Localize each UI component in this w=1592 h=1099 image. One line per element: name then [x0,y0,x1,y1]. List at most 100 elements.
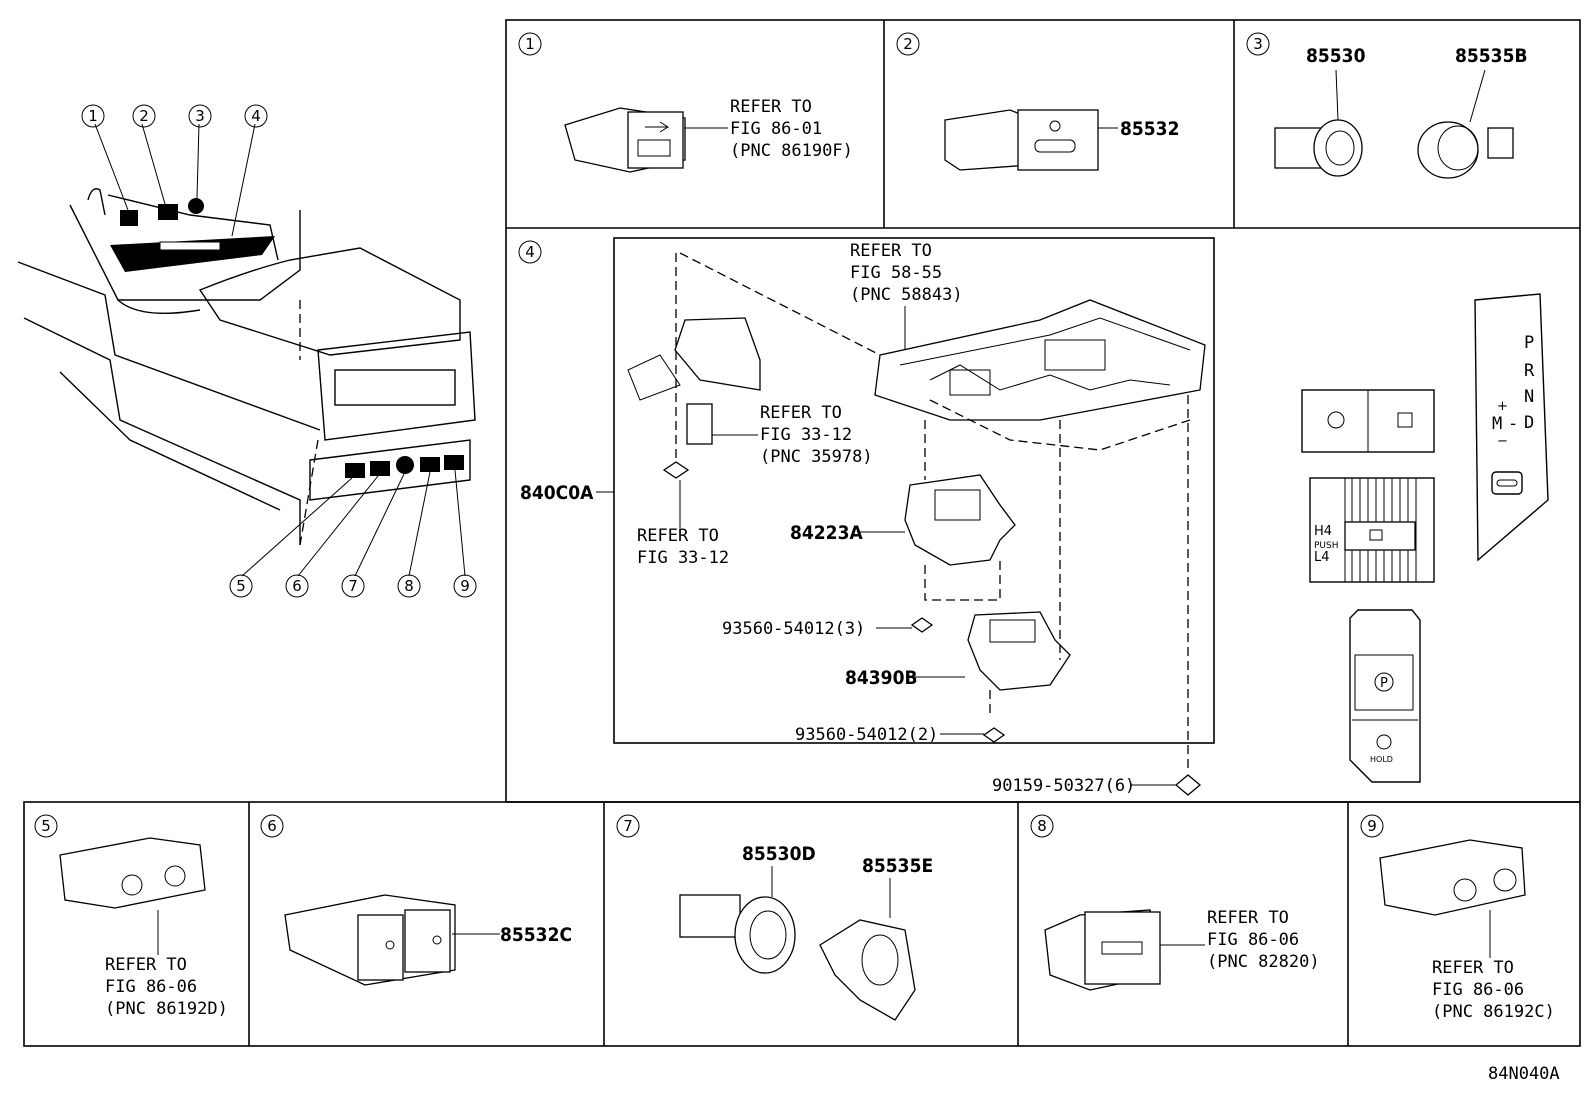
svg-text:2: 2 [139,107,149,125]
panel-2: 2 85532 [896,32,1179,171]
panel-9-number: 9 [1367,817,1377,835]
panel-9: 9 REFER TO FIG 86-06 (PNC 86192C) [1360,814,1555,1022]
ref-mid-line-2: FIG 33-12 [760,425,852,445]
svg-text:4: 4 [251,107,261,125]
switch-85532C-part [284,894,456,986]
panel-7: 7 85530D 85535E [616,814,933,1021]
part-number-85532C: 85532C [500,924,572,946]
ref-top-line-3: (PNC 58843) [850,285,963,305]
panel-4-number: 4 [525,243,535,261]
overview-callout-9: 9 [453,574,477,598]
part-number-85535B: 85535B [1455,45,1528,67]
ref-mid-line-1: REFER TO [760,403,842,423]
panel-8-ref-line-1: REFER TO [1207,908,1289,928]
panel-9-ref-line-1: REFER TO [1432,958,1514,978]
panel-frames [23,19,1581,1047]
panel-5-ref-line-1: REFER TO [105,955,187,975]
push-label: PUSH [1314,541,1339,551]
overview-callout-5: 5 [229,574,253,598]
socket-85530-part [1274,119,1363,177]
overview-callout-7: 7 [341,574,365,598]
assembly-box [613,237,1215,744]
part-number-85530: 85530 [1306,45,1366,67]
ref-top-line-1: REFER TO [850,241,932,261]
panel-2-number: 2 [903,35,913,53]
panel-9-ref-line-3: (PNC 86192C) [1432,1002,1555,1022]
transfer-switch-panel [1309,477,1435,583]
gear-minus: − [1497,434,1508,449]
usb-port-part [564,107,686,173]
svg-text:5: 5 [236,577,246,595]
overview-callout-8: 8 [397,574,421,598]
panel-7-number: 7 [623,817,633,835]
panel-5-number: 5 [41,817,51,835]
panel-8-ref-line-3: (PNC 82820) [1207,952,1320,972]
panel-9-ref-line-2: FIG 86-06 [1432,980,1524,1000]
switch-85532-part [944,109,1099,171]
screw-large [1174,774,1202,796]
panel-5: 5 REFER TO FIG 86-06 (PNC 86192D) [34,814,228,1019]
svg-text:6: 6 [292,577,302,595]
panel-1-ref-line-3: (PNC 86190F) [730,141,853,161]
h4-label: H4 [1314,524,1332,539]
aux-jack-part-right [1379,839,1526,916]
screw-small-3 [982,727,1006,743]
cap-85535E-part [819,919,916,1021]
ref-mid-line-3: (PNC 35978) [760,447,873,467]
part-number-85535E: 85535E [862,855,933,877]
cap-85535B-part [1417,121,1514,179]
switch-bracket-part [627,317,761,445]
gear-r: R [1524,361,1535,381]
part-number-840C0A: 840C0A [520,482,594,504]
panel-3-number: 3 [1253,35,1263,53]
screw-small-2 [910,617,934,633]
panel-1-ref-line-1: REFER TO [730,97,812,117]
screw-93560-54012-2: 93560-54012(2) [795,725,938,745]
panel-4: 4 840C0A REFER TO FIG 58-55 (PNC 58843) … [518,237,1215,796]
hdmi-port-part [1044,909,1161,991]
panel-6-number: 6 [267,817,277,835]
panel-8-number: 8 [1037,817,1047,835]
gear-dash: - [1508,414,1518,434]
gear-p: P [1524,333,1534,353]
module-84390B [967,611,1071,691]
panel-5-ref-line-2: FIG 86-06 [105,977,197,997]
screw-small-1 [662,461,690,479]
module-84223A [904,474,1016,566]
part-number-85530D: 85530D [742,843,816,865]
diagram-code: 84N040A [1488,1064,1560,1084]
panel-8-ref-line-2: FIG 86-06 [1207,930,1299,950]
screw-93560-54012-3: 93560-54012(3) [722,619,865,639]
part-number-84390B: 84390B [845,667,918,689]
svg-text:3: 3 [195,107,205,125]
panel-1-number: 1 [525,35,535,53]
hold-label: HOLD [1370,755,1393,764]
parking-brake-panel [1349,609,1421,783]
panel-3: 3 85530 85535B [1246,32,1528,179]
gear-plus: + [1497,399,1508,414]
console-frame-bracket [874,299,1206,421]
svg-text:8: 8 [404,577,414,595]
console-tray [110,236,275,272]
part-number-85532: 85532 [1120,118,1179,140]
part-number-84223A: 84223A [790,522,863,544]
shifter-illustration: P R N D + M - − H4 PUSH L4 P HOLD [1301,293,1549,783]
svg-text:7: 7 [348,577,358,595]
panel-6: 6 85532C [260,814,572,986]
console-overview: 1 2 3 4 5 6 7 8 9 [17,104,477,598]
ref-low-line-1: REFER TO [637,526,719,546]
panel-1: 1 REFER TO FIG 86-01 (PNC 86190F) [518,32,853,173]
bottom-frame [23,801,1581,1047]
overview-callout-4: 4 [244,104,268,128]
l4-label: L4 [1314,550,1330,565]
shift-gate-panel [1474,293,1549,562]
gear-m: M [1492,414,1502,434]
gear-d: D [1524,413,1534,433]
overview-callout-6: 6 [285,574,309,598]
aux-jack-part-left [59,837,206,909]
overview-callout-1: 1 [81,104,105,128]
overview-callout-3: 3 [188,104,212,128]
socket-85530D-part [679,894,796,974]
screw-90159-50327-6: 90159-50327(6) [992,776,1135,796]
